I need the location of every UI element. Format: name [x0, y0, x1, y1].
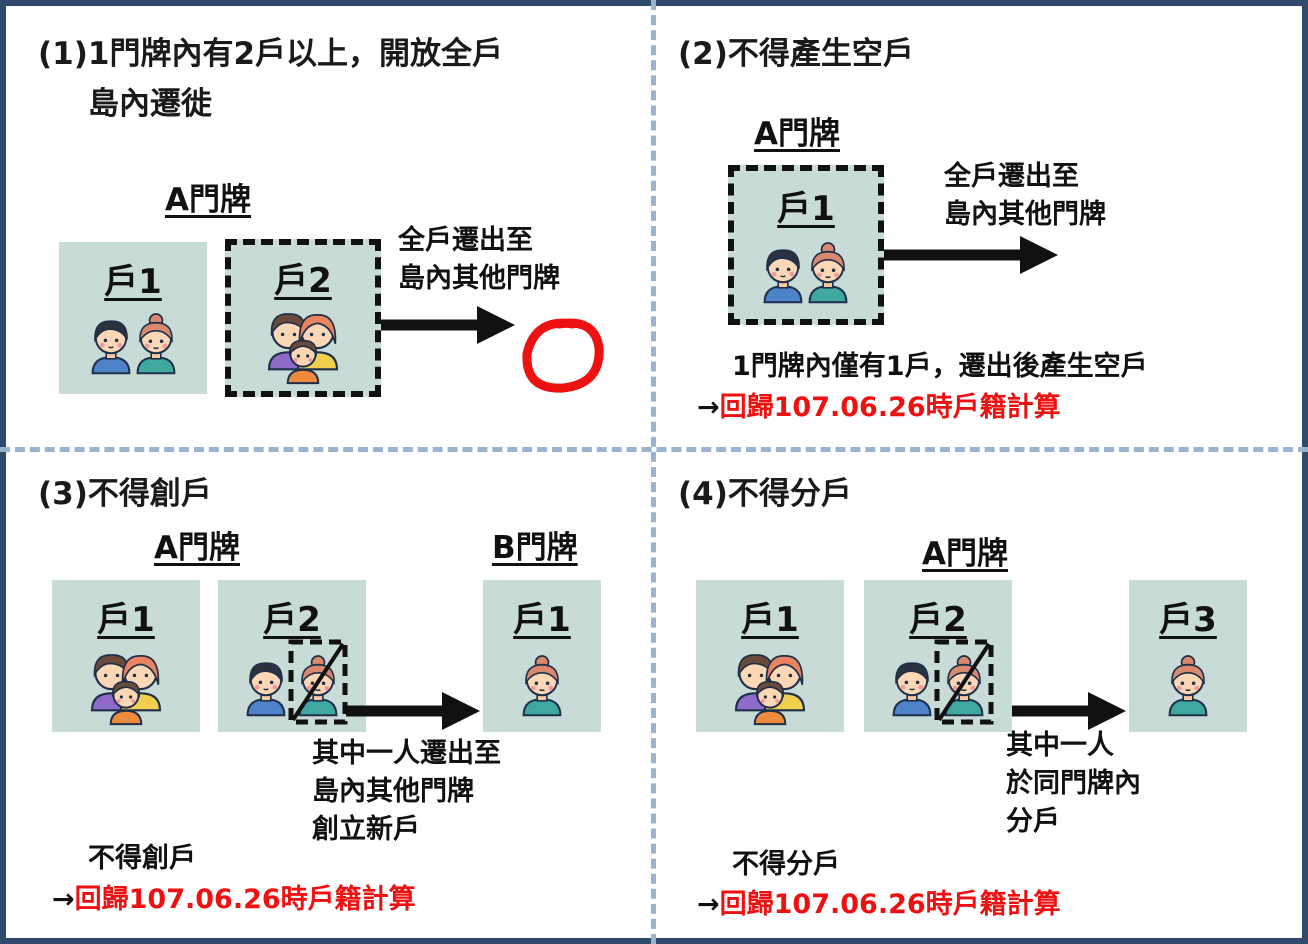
household-label: 戶1 [513, 600, 571, 640]
move-arrow [381, 306, 515, 344]
red-circle-ok-icon [522, 318, 604, 393]
panel-1-plate-label: A門牌 [165, 182, 251, 218]
move-text-line3: 創立新戶 [312, 814, 420, 845]
panel-2-title: (2)不得產生空戶 [678, 36, 914, 72]
panel-4-note: 不得分戶 [732, 849, 840, 880]
result-text: 回歸107.06.26時戶籍計算 [719, 889, 1061, 920]
household-label: 戶1 [97, 600, 155, 640]
couple-icon [763, 241, 848, 304]
move-text-line3: 分戶 [1006, 806, 1060, 837]
couple-crossed-icon [892, 639, 994, 725]
result-text: 回歸107.06.26時戶籍計算 [74, 884, 416, 915]
arrow-prefix: → [697, 889, 720, 920]
arrow-prefix: → [52, 884, 75, 915]
household-label: 戶1 [104, 262, 162, 302]
panel-4-household-1: 戶1 [696, 580, 844, 732]
move-text-line1: 其中一人遷出至 [312, 738, 501, 769]
move-text-line2: 於同門牌內 [1006, 768, 1141, 799]
move-text-line1: 全戶遷出至 [398, 225, 533, 256]
panel-3-plate-b-label: B門牌 [492, 530, 578, 566]
panel-1-title-line2: 島內遷徙 [88, 86, 212, 122]
result-text: 回歸107.06.26時戶籍計算 [719, 392, 1061, 423]
household-label: 戶2 [909, 600, 967, 640]
household-label: 戶1 [741, 600, 799, 640]
move-text-line2: 島內其他門牌 [312, 776, 474, 807]
couple-crossed-icon [246, 639, 348, 725]
panel-3-household-2: 戶2 [218, 580, 366, 732]
household-label: 戶2 [274, 261, 332, 301]
panel-3-plate-a-label: A門牌 [154, 530, 240, 566]
panel-3-household-b1: 戶1 [483, 580, 601, 732]
panel-4-household-2: 戶2 [864, 580, 1012, 732]
vertical-divider [651, 0, 656, 944]
panel-2-household-1: 戶1 [728, 165, 884, 325]
panel-3-result: →回歸107.06.26時戶籍計算 [52, 881, 416, 919]
panel-2-result: →回歸107.06.26時戶籍計算 [697, 389, 1061, 427]
couple-icon [91, 312, 176, 375]
panel-3-note: 不得創戶 [88, 843, 196, 874]
panel-1-household-1: 戶1 [59, 242, 207, 394]
panel-3-household-1: 戶1 [52, 580, 200, 732]
panel-4-title: (4)不得分戶 [678, 476, 852, 512]
household-label: 戶2 [263, 600, 321, 640]
panel-1-title-line1: (1)1門牌內有2戶以上，開放全戶 [38, 36, 504, 72]
horizontal-divider [0, 447, 1308, 452]
panel-3-title: (3)不得創戶 [38, 476, 212, 512]
move-text-line2: 島內其他門牌 [944, 199, 1106, 230]
move-arrow [1012, 692, 1126, 730]
arrow-prefix: → [697, 392, 720, 423]
move-text-line1: 其中一人 [1006, 730, 1114, 761]
woman-icon [1168, 654, 1208, 717]
household-label: 戶1 [777, 189, 835, 229]
panel-2-plate-label: A門牌 [754, 116, 840, 152]
panel-1-household-2: 戶2 [225, 239, 381, 397]
move-arrow [884, 236, 1058, 274]
move-text-line1: 全戶遷出至 [944, 161, 1079, 192]
panel-2-note: 1門牌內僅有1戶，遷出後產生空戶 [732, 351, 1148, 382]
panel-4-plate-label: A門牌 [922, 536, 1008, 572]
family-icon [90, 653, 162, 726]
panel-4-result: →回歸107.06.26時戶籍計算 [697, 886, 1061, 924]
woman-icon [522, 654, 562, 717]
family-icon [734, 653, 806, 726]
move-arrow [346, 692, 480, 730]
household-label: 戶3 [1159, 600, 1217, 640]
panel-4-household-3: 戶3 [1129, 580, 1247, 732]
move-text-line2: 島內其他門牌 [398, 263, 560, 294]
family-icon [267, 312, 339, 385]
